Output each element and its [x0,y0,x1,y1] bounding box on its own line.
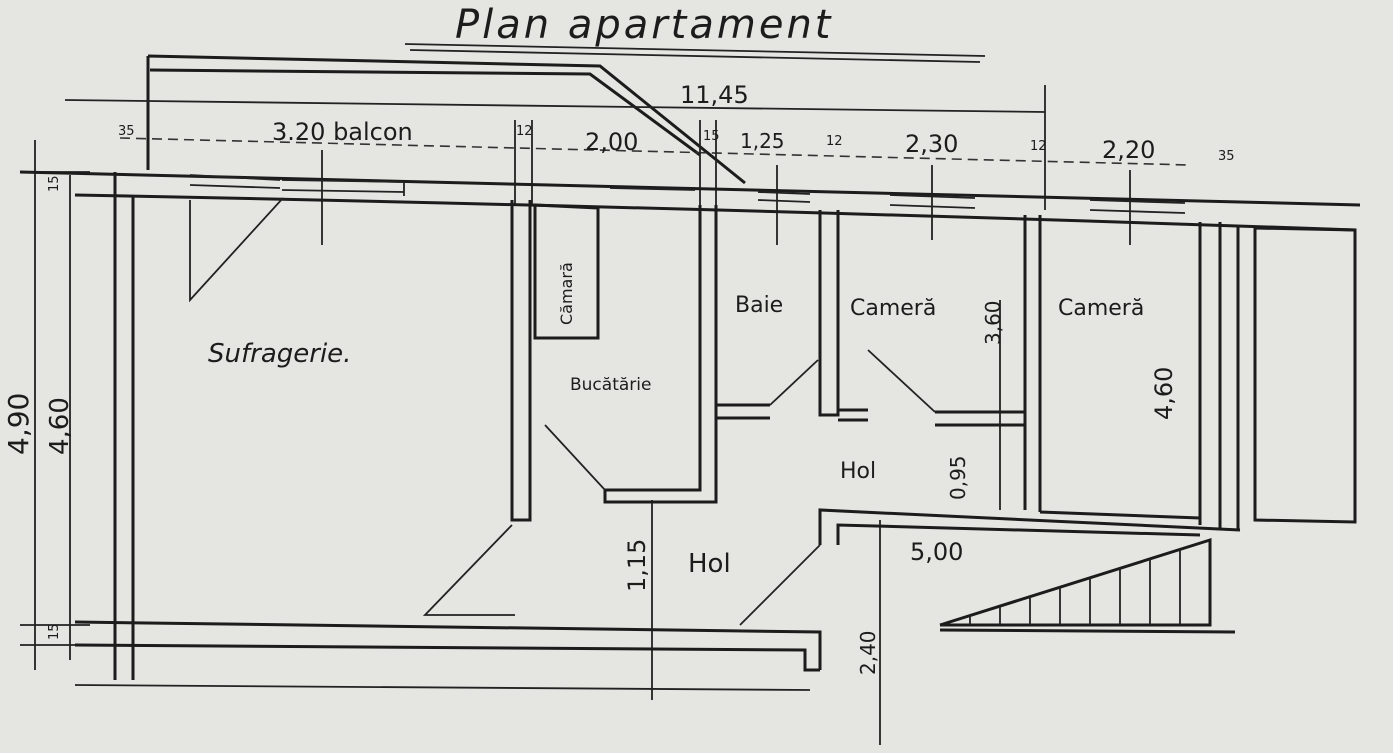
walls [19,170,1361,680]
room-label-kitchen: Bucătărie [570,375,651,395]
dim-balcony: 3.20 balcon [272,118,413,146]
dim-room1-depth: 3,60 [981,300,1005,345]
dim-hall-depth: 0,95 [946,455,970,500]
dim-wall-12c: 12 [1030,139,1047,154]
dim-inner-height: 4,60 [45,397,75,455]
dim-wall-35-left: 35 [118,124,135,139]
door-swings [189,197,936,626]
room-label-living: Sufragerie. [208,339,351,369]
room-label-hall-upper: Hol [840,459,876,484]
room-label-room1: Cameră [850,296,936,321]
dim-total-height: 4,90 [2,393,35,455]
dim-wall-15-left: 15 [47,175,62,192]
plan-title: Plan apartament [455,2,833,48]
dim-wall-15-bottom: 15 [47,623,62,640]
dim-wall-12a: 12 [516,124,533,139]
title-underline [404,43,986,63]
dim-kitchen-width: 2,00 [585,128,638,156]
dimension-lines [20,85,1191,745]
dim-hall-lower: 1,15 [623,539,651,592]
dim-wall-12b: 12 [826,134,843,149]
room-label-room2: Cameră [1058,296,1144,321]
dim-bath-width: 1,25 [740,129,785,153]
room-label-hall-lower: Hol [688,549,731,579]
dim-hall-length: 5,00 [910,538,963,566]
stairs [939,537,1236,634]
room-label-pantry: Cămară [557,262,576,325]
dim-room2-depth: 4,60 [1150,367,1178,420]
dim-wall-15b: 15 [703,129,720,144]
dim-wall-35-right: 35 [1218,149,1235,164]
dim-total-width: 11,45 [680,81,749,109]
room-label-bath: Baie [735,293,783,318]
dim-room2-width: 2,20 [1102,136,1155,164]
dim-hall-height: 2,40 [856,630,880,675]
balcony-outline [146,54,746,185]
dim-room1-width: 2,30 [905,130,958,158]
